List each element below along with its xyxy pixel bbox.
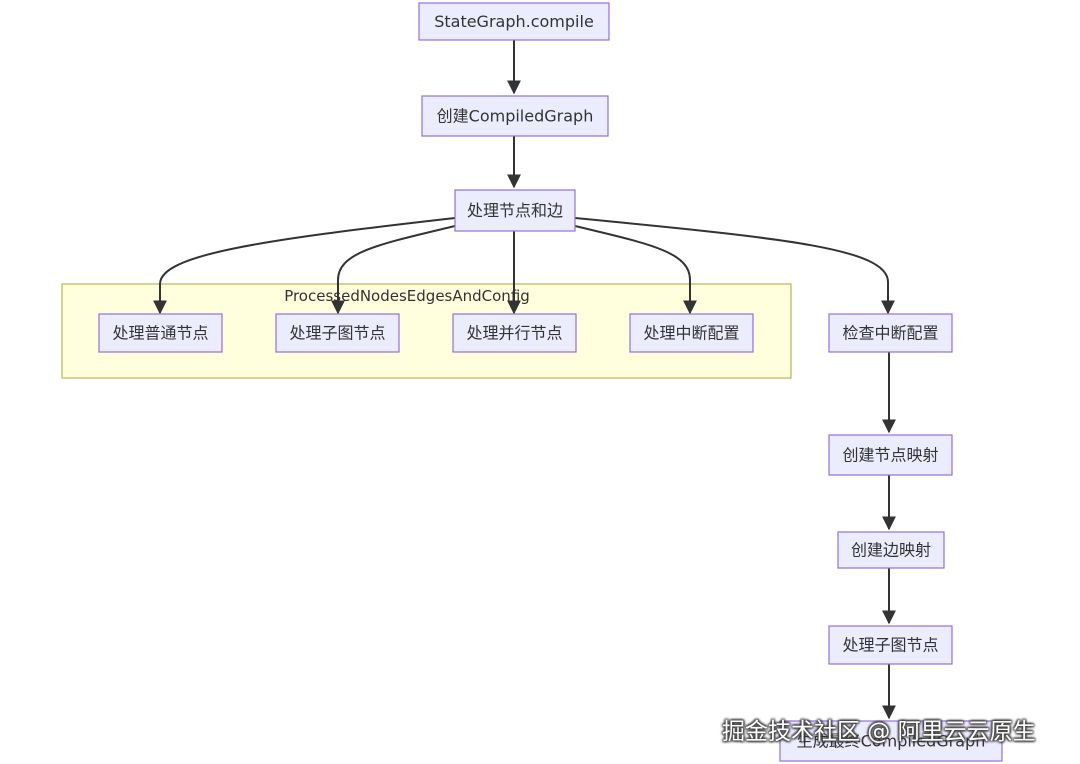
edge-process-to-check-interrupt	[574, 217, 895, 315]
watermark: 掘金技术社区 @ 阿里云云原生	[722, 719, 1036, 745]
node-process-parallel: 处理并行节点	[452, 313, 577, 353]
node-create-graph: 创建CompiledGraph	[421, 95, 609, 137]
node-box	[779, 720, 1003, 762]
node-label: 创建边映射	[851, 541, 931, 560]
node-label: 处理子图节点	[842, 636, 938, 655]
node-box	[828, 625, 953, 665]
node-process-subgraph-a: 处理子图节点	[275, 313, 400, 353]
node-label: 检查中断配置	[842, 324, 938, 343]
node-label: StateGraph.compile	[434, 12, 594, 31]
node-label: 处理中断配置	[643, 324, 739, 343]
node-label: 处理普通节点	[112, 324, 208, 343]
node-label: 生成最终CompiledGraph	[797, 732, 986, 751]
node-label: 创建CompiledGraph	[437, 107, 594, 126]
node-box	[828, 313, 953, 353]
node-create-node-map: 创建节点映射	[828, 434, 953, 476]
node-box	[275, 313, 400, 353]
node-box	[452, 313, 577, 353]
node-box	[454, 189, 576, 232]
node-box	[828, 434, 953, 476]
node-process-subgraph-b: 处理子图节点	[828, 625, 953, 665]
node-label: 处理子图节点	[289, 324, 385, 343]
node-label: 创建节点映射	[842, 446, 938, 465]
node-process-nodes-edges: 处理节点和边	[454, 189, 576, 232]
node-check-interrupt: 检查中断配置	[828, 313, 953, 353]
edges	[153, 40, 896, 720]
node-box	[98, 313, 223, 353]
edge-process-to-subgraph-a	[331, 225, 456, 315]
edge-process-to-normal	[153, 217, 456, 315]
node-box	[837, 531, 945, 569]
node-process-interrupt: 处理中断配置	[629, 313, 754, 353]
node-compile: StateGraph.compile	[418, 2, 610, 41]
edge-process-to-interrupt	[574, 225, 697, 315]
node-process-normal: 处理普通节点	[98, 313, 223, 353]
node-create-edge-map: 创建边映射	[837, 531, 945, 569]
node-box	[418, 2, 610, 41]
cluster-label: ProcessedNodesEdgesAndConfig	[284, 287, 530, 305]
node-generate-final: 生成最终CompiledGraph	[779, 720, 1003, 762]
node-box	[421, 95, 609, 137]
node-label: 处理并行节点	[466, 324, 562, 343]
node-label: 处理节点和边	[467, 201, 563, 220]
node-box	[629, 313, 754, 353]
